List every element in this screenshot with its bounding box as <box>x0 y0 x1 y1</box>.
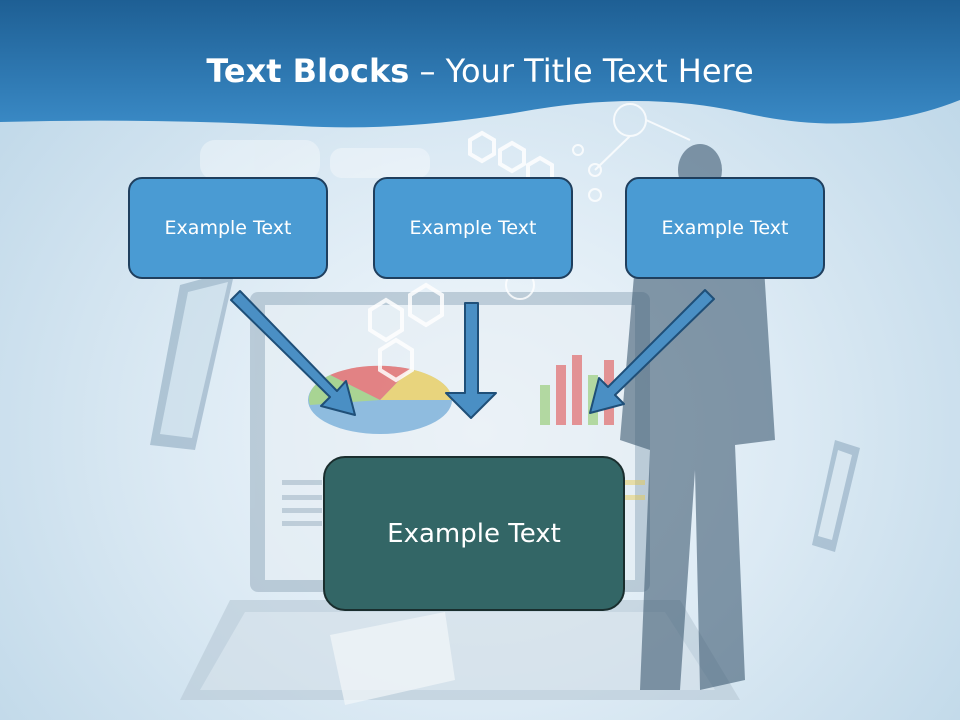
text-block-label: Example Text <box>387 518 561 549</box>
world-map-icon <box>200 140 430 180</box>
text-block-label: Example Text <box>409 217 537 239</box>
text-block-top-right[interactable]: Example Text <box>625 177 825 279</box>
header-banner <box>0 0 960 128</box>
slide-title: Text Blocks – Your Title Text Here <box>0 52 960 90</box>
paper-card <box>330 612 455 705</box>
text-block-label: Example Text <box>164 217 292 239</box>
title-bold: Text Blocks <box>206 52 410 90</box>
text-block-top-left[interactable]: Example Text <box>128 177 328 279</box>
text-block-label: Example Text <box>661 217 789 239</box>
screen-table <box>282 480 645 526</box>
tablet-icon <box>150 270 235 450</box>
title-rest: Your Title Text Here <box>445 52 754 90</box>
pie-chart-icon <box>308 365 453 434</box>
circuit-lines <box>505 103 691 300</box>
title-dash: – <box>409 52 446 90</box>
text-block-top-center[interactable]: Example Text <box>373 177 573 279</box>
phone-icon <box>812 440 860 552</box>
text-block-bottom[interactable]: Example Text <box>323 456 625 611</box>
